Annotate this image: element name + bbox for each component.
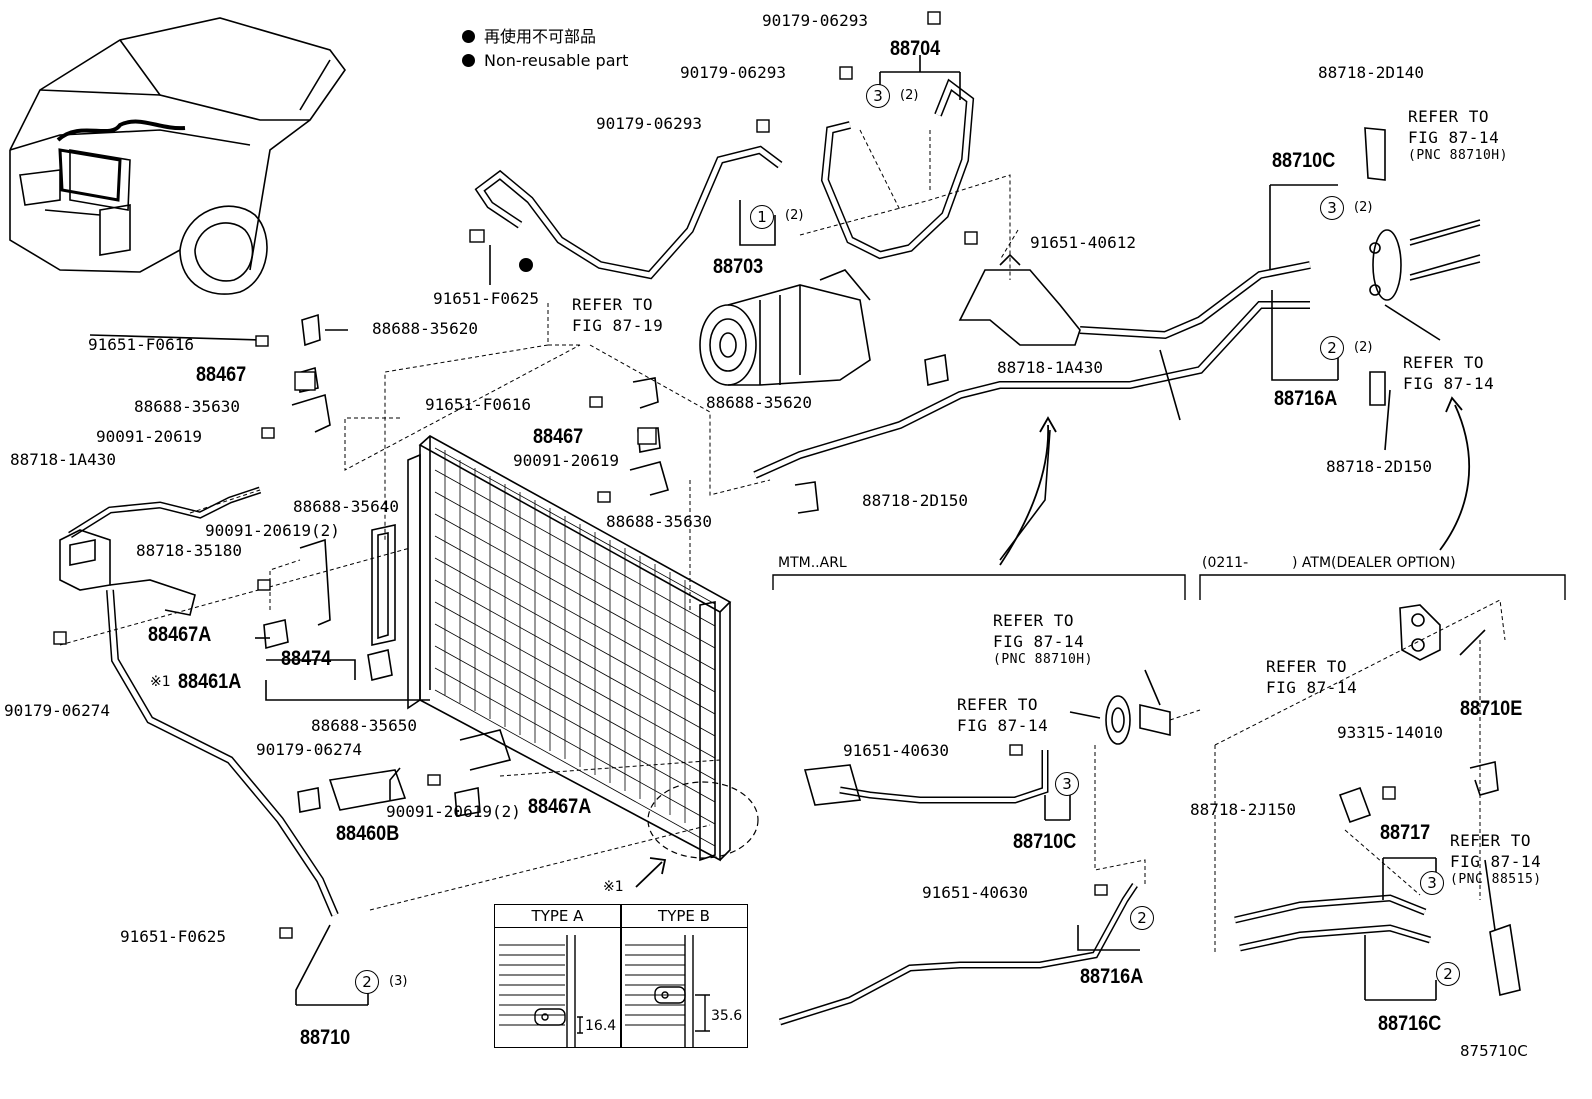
label-88710C-mtm: 88710C (1013, 830, 1077, 853)
label-93315-14010: 93315-14010 (1337, 723, 1443, 742)
callout-2: 2 (1320, 336, 1344, 360)
label-91651-F0625-low: 91651-F0625 (120, 927, 226, 946)
label-90091-20619-mid: 90091-20619 (513, 451, 619, 470)
section-atm-from: (0211- (1202, 555, 1249, 571)
label-90179-06274-left: 90179-06274 (4, 701, 110, 720)
quantity-label: (2) (900, 88, 919, 103)
callout-3: 3 (866, 84, 890, 108)
callout-3: 3 (1420, 871, 1444, 895)
label-88710C-top: 88710C (1272, 149, 1336, 172)
label-91651-40612: 91651-40612 (1030, 233, 1136, 252)
section-mtm-arl: MTM..ARL (778, 555, 847, 571)
label-91651-F0616-mid: 91651-F0616 (425, 395, 531, 414)
label-88688-35630-mid: 88688-35630 (606, 512, 712, 531)
label-88461A: 88461A (178, 670, 242, 693)
legend-non-reusable-jp: 再使用不可部品 (462, 28, 596, 46)
quantity-label: (2) (785, 208, 804, 223)
label-88467-left: 88467 (196, 363, 247, 386)
ref-fig-87-14-mtm-b: REFER TO FIG 87-14 (957, 695, 1049, 735)
label-91651-40630-b: 91651-40630 (922, 883, 1028, 902)
section-atm-dealer-option: ) ATM(DEALER OPTION) (1292, 555, 1456, 571)
label-88688-35630-left: 88688-35630 (134, 397, 240, 416)
label-88716C: 88716C (1378, 1012, 1442, 1035)
label-91651-F0625-top: 91651-F0625 (433, 289, 539, 308)
callout-2: 2 (1436, 962, 1460, 986)
label-88718-2D150-right: 88718-2D150 (1326, 457, 1432, 476)
label-88688-35620-left: 88688-35620 (372, 319, 478, 338)
quantity-label: (2) (1354, 340, 1373, 355)
dimension-type-a: 16.4 (585, 1018, 617, 1034)
label-88718-1A430-left: 88718-1A430 (10, 450, 116, 469)
label-90179-06293-top: 90179-06293 (762, 11, 868, 30)
type-detail-table: TYPE A TYPE B 16.4 35.6 (494, 904, 748, 1048)
label-88474: 88474 (281, 647, 332, 670)
label-88467A-left: 88467A (148, 623, 212, 646)
label-88688-35640: 88688-35640 (293, 497, 399, 516)
label-90179-06293-low: 90179-06293 (596, 114, 702, 133)
label-88467-mid: 88467 (533, 425, 584, 448)
vehicle-illustration (9, 17, 346, 295)
pipe-88716A-upper (753, 301, 1310, 479)
label-88467A-mid: 88467A (528, 795, 592, 818)
ref-fig-87-19: REFER TO FIG 87-19 (572, 295, 664, 335)
pipe-88716A-mtm (778, 883, 1138, 1026)
label-88718-2D150-mid: 88718-2D150 (862, 491, 968, 510)
bullet-icon (462, 30, 475, 43)
callout-3: 3 (1320, 196, 1344, 220)
ref-fig-87-14-mid-right: REFER TO FIG 87-14 (1403, 353, 1495, 393)
note-mark: ※1 (150, 674, 171, 690)
label-90179-06274-mid: 90179-06274 (256, 740, 362, 759)
quantity-label: (2) (1354, 200, 1373, 215)
label-88688-35620-mid: 88688-35620 (706, 393, 812, 412)
label-88704: 88704 (890, 37, 941, 60)
label-88718-2J150: 88718-2J150 (1190, 800, 1296, 819)
ref-fig-87-14-mtm-a: REFER TO FIG 87-14 (PNC 88710H) (993, 611, 1093, 667)
callout-2: 2 (355, 970, 379, 994)
label-88710: 88710 (300, 1026, 351, 1049)
label-88716A-top: 88716A (1274, 387, 1338, 410)
ref-fig-87-14-atm-a: REFER TO FIG 87-14 (1266, 657, 1358, 697)
ref-fig-87-14-top-right: REFER TO FIG 87-14 (PNC 88710H) (1408, 107, 1508, 163)
label-90091-20619-2-left: 90091-20619(2) (205, 521, 340, 540)
label-88688-35650: 88688-35650 (311, 716, 417, 735)
bullet-icon (462, 54, 475, 67)
dimension-type-b: 35.6 (711, 1008, 743, 1024)
callout-1: 1 (750, 205, 774, 229)
compressor-illustration (699, 269, 871, 386)
label-88703: 88703 (713, 255, 764, 278)
note-mark-detail: ※1 (603, 879, 624, 895)
label-88460B: 88460B (336, 822, 400, 845)
label-90091-20619-left: 90091-20619 (96, 427, 202, 446)
type-detail-drawing (499, 935, 710, 1047)
label-91651-F0616-left: 91651-F0616 (88, 335, 194, 354)
quantity-label: (3) (389, 974, 408, 989)
label-90091-20619-2-mid: 90091-20619(2) (386, 802, 521, 821)
condenser-fins (434, 447, 716, 847)
ref-fig-87-14-atm-b: REFER TO FIG 87-14 (PNC 88515) (1450, 831, 1542, 887)
figure-code: 875710C (1460, 1042, 1528, 1060)
label-88718-2D140: 88718-2D140 (1318, 63, 1424, 82)
legend-non-reusable-en: Non-reusable part (462, 52, 628, 70)
label-88718-35180: 88718-35180 (136, 541, 242, 560)
callout-2: 2 (1130, 906, 1154, 930)
label-88717: 88717 (1380, 821, 1431, 844)
label-88716A-mtm: 88716A (1080, 965, 1144, 988)
label-88710E: 88710E (1460, 697, 1523, 720)
type-b-header: TYPE B (621, 905, 747, 928)
label-91651-40630-a: 91651-40630 (843, 741, 949, 760)
callout-3: 3 (1055, 772, 1079, 796)
label-88718-1A430-mid: 88718-1A430 (997, 358, 1103, 377)
label-90179-06293-mid: 90179-06293 (680, 63, 786, 82)
